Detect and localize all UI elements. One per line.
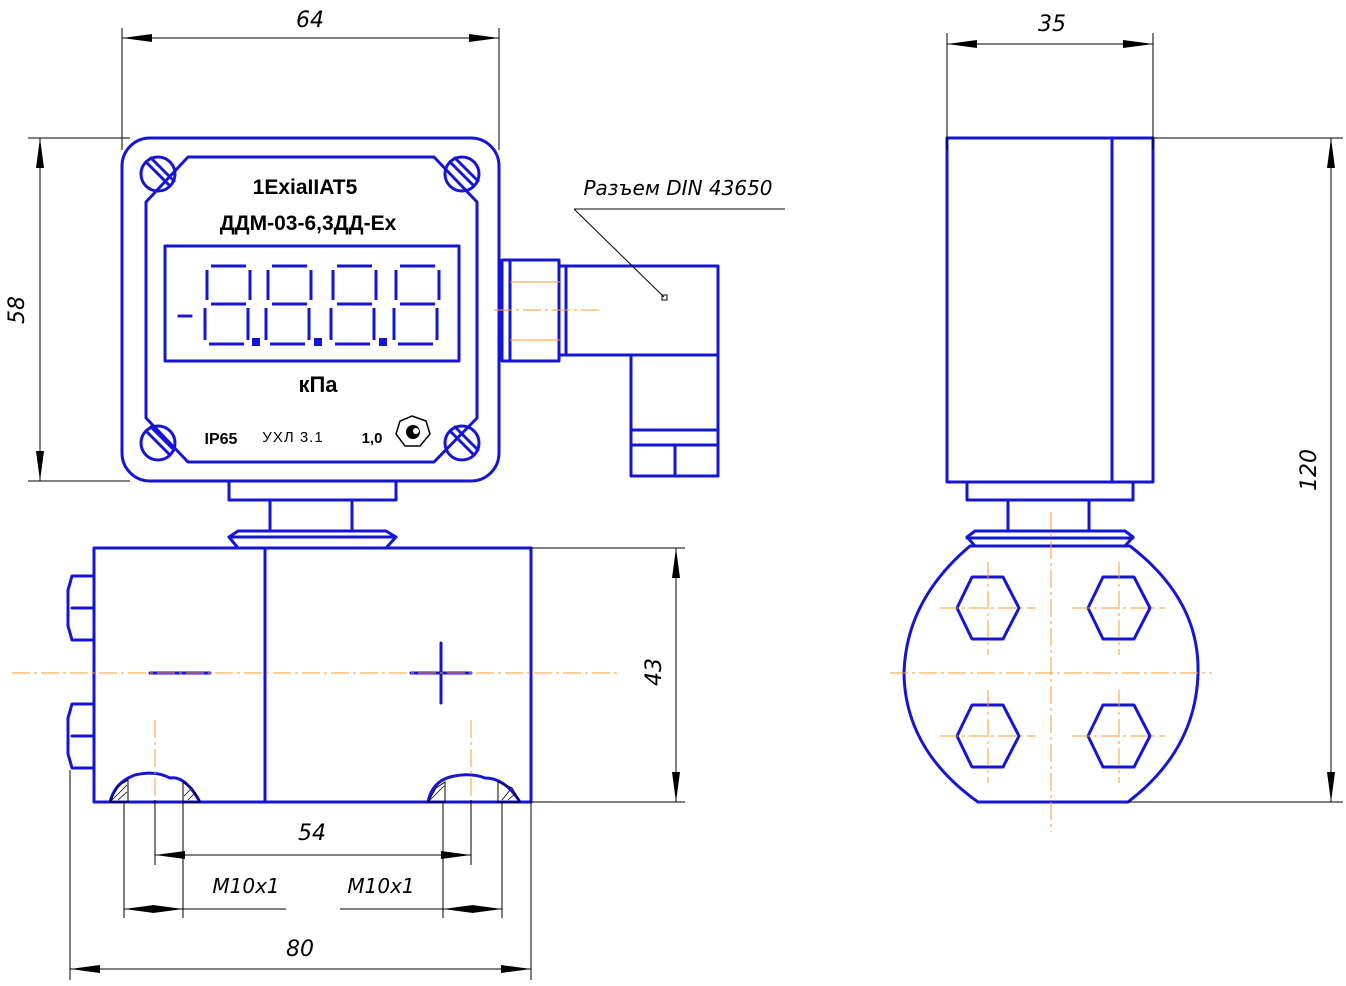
dim-total-height-120: 120 bbox=[1297, 449, 1322, 491]
screw-icon bbox=[443, 424, 481, 462]
dim-height-58: 58 bbox=[5, 296, 30, 324]
connector-label: Разъем DIN 43650 bbox=[583, 176, 772, 200]
front-housing: 1ExiaIIAT5 ДДМ-03-6,3ДД-Ex – кПа IP65 УХ… bbox=[120, 136, 501, 483]
climate-version: УХЛ 3.1 bbox=[262, 429, 323, 446]
accuracy-class: 1,0 bbox=[362, 430, 383, 447]
screw-icon bbox=[139, 424, 177, 462]
pressure-unit: кПа bbox=[298, 372, 338, 397]
front-body bbox=[12, 546, 620, 860]
side-view bbox=[890, 136, 1212, 832]
dim-body-43: 43 bbox=[642, 658, 667, 686]
ip-rating: IP65 bbox=[205, 431, 238, 448]
dim-width-64: 64 bbox=[296, 8, 324, 33]
din-connector: Разъем DIN 43650 bbox=[494, 176, 785, 478]
seven-segment-digits bbox=[203, 264, 441, 346]
explosion-marking: 1ExiaIIAT5 bbox=[253, 176, 358, 199]
display-window bbox=[163, 244, 461, 363]
display-minus: – bbox=[177, 298, 194, 331]
dim-side-width-35: 35 bbox=[1038, 12, 1066, 37]
certification-mark-icon bbox=[395, 415, 431, 447]
front-fitting bbox=[227, 479, 398, 550]
screw-icon bbox=[443, 155, 481, 193]
thread-label-right: M10x1 bbox=[347, 874, 414, 898]
dim-overall-80: 80 bbox=[286, 937, 314, 962]
dim-port-spacing-54: 54 bbox=[298, 821, 326, 846]
dimensions: 64 58 43 54 M10x1 M10x1 bbox=[5, 8, 1343, 980]
screw-icon bbox=[139, 155, 177, 193]
thread-label-left: M10x1 bbox=[212, 874, 279, 898]
model-name: ДДМ-03-6,3ДД-Ex bbox=[220, 212, 397, 235]
